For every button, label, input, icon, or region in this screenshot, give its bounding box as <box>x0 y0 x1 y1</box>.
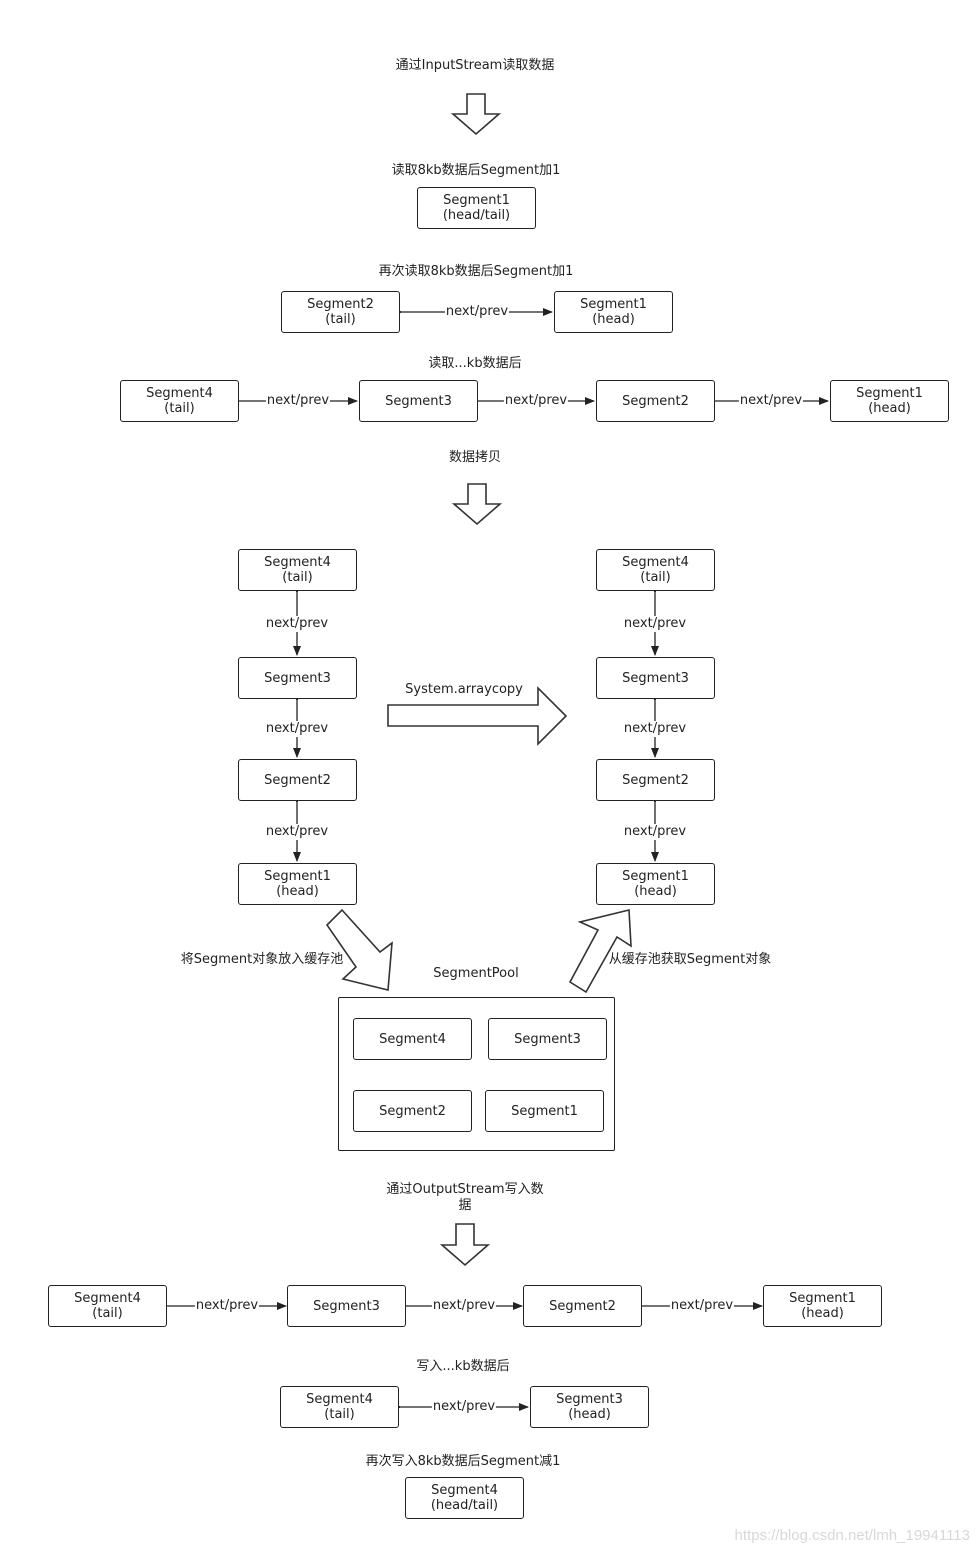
segment-name: Segment2 <box>549 1298 616 1314</box>
link-label: next/prev <box>669 1298 735 1314</box>
segment-name: Segment3 <box>556 1392 623 1407</box>
segment-role: (head) <box>634 884 677 899</box>
segment-role: (head) <box>801 1306 844 1321</box>
segment-role: (tail) <box>325 312 356 327</box>
segment-name: Segment3 <box>313 1298 380 1314</box>
down-arrow-icon <box>439 1223 491 1267</box>
segment-name: Segment1 <box>443 193 510 208</box>
segment-name: Segment2 <box>379 1103 446 1119</box>
segment-name: Segment4 <box>622 555 689 570</box>
segment-box: Segment3 <box>359 380 478 422</box>
segment-name: Segment1 <box>622 869 689 884</box>
segment-name: Segment2 <box>264 772 331 788</box>
segment-role: (head/tail) <box>430 1498 499 1513</box>
segment-name: Segment4 <box>431 1483 498 1498</box>
link-label: next/prev <box>738 393 804 409</box>
segment-role: (tail) <box>92 1306 123 1321</box>
segment-box: Segment3 <box>596 657 715 699</box>
right-arrow-icon <box>387 686 568 746</box>
segment-name: Segment1 <box>789 1291 856 1306</box>
segment-box: Segment2 (tail) <box>281 291 400 333</box>
pool-segment-box: Segment1 <box>485 1090 604 1132</box>
segment-box: Segment3 (head) <box>530 1386 649 1428</box>
segment-role: (head) <box>868 401 911 416</box>
segment-name: Segment4 <box>306 1392 373 1407</box>
segment-name: Segment4 <box>74 1291 141 1306</box>
segment-name: Segment1 <box>511 1103 578 1119</box>
caption-write-again: 再次写入8kb数据后Segment减1 <box>365 1454 561 1469</box>
segment-box: Segment3 <box>238 657 357 699</box>
link-label: next/prev <box>194 1298 260 1314</box>
segment-box: Segment1 (head) <box>596 863 715 905</box>
segment-role: (head) <box>592 312 635 327</box>
segment-name: Segment1 <box>856 386 923 401</box>
link-label: next/prev <box>622 721 688 737</box>
link-label: next/prev <box>622 616 688 632</box>
segment-role: (tail) <box>324 1407 355 1422</box>
segment-name: Segment3 <box>264 670 331 686</box>
link-label: next/prev <box>503 393 569 409</box>
pool-segment-box: Segment3 <box>488 1018 607 1060</box>
segment-box: Segment1 (head) <box>763 1285 882 1327</box>
segment-role: (tail) <box>164 401 195 416</box>
link-label: next/prev <box>622 824 688 840</box>
segment-name: Segment1 <box>580 297 647 312</box>
caption-to-pool: 将Segment对象放入缓存池 <box>180 952 344 967</box>
segment-name: Segment4 <box>379 1031 446 1047</box>
segment-role: (head/tail) <box>442 208 511 223</box>
segment-box: Segment4 (tail) <box>48 1285 167 1327</box>
segment-name: Segment4 <box>146 386 213 401</box>
segment-name: Segment2 <box>622 772 689 788</box>
caption-read-again: 再次读取8kb数据后Segment加1 <box>378 264 574 279</box>
segment-name: Segment3 <box>385 393 452 409</box>
diagonal-arrow-icon <box>568 908 632 994</box>
segment-name: Segment2 <box>622 393 689 409</box>
link-label: next/prev <box>431 1399 497 1415</box>
link-label: next/prev <box>264 616 330 632</box>
pool-segment-box: Segment4 <box>353 1018 472 1060</box>
segment-box: Segment4 (tail) <box>280 1386 399 1428</box>
diagonal-arrow-icon <box>325 908 393 991</box>
segment-box: Segment2 <box>596 759 715 801</box>
link-label: next/prev <box>265 393 331 409</box>
segment-name: Segment3 <box>514 1031 581 1047</box>
segment-box: Segment2 <box>523 1285 642 1327</box>
segment-box: Segment2 <box>238 759 357 801</box>
pool-title: SegmentPool <box>433 966 519 981</box>
caption-arraycopy: System.arraycopy <box>405 682 523 697</box>
pool-segment-box: Segment2 <box>353 1090 472 1132</box>
segment-box: Segment1 (head) <box>554 291 673 333</box>
segment-role: (head) <box>276 884 319 899</box>
segment-box: Segment1 (head) <box>238 863 357 905</box>
segment-role: (tail) <box>282 570 313 585</box>
caption-copy: 数据拷贝 <box>448 450 502 465</box>
segment-name: Segment1 <box>264 869 331 884</box>
segment-name: Segment4 <box>264 555 331 570</box>
segment-box: Segment4 (tail) <box>596 549 715 591</box>
segment-box: Segment1 (head) <box>830 380 949 422</box>
segment-box: Segment4 (tail) <box>120 380 239 422</box>
caption-read-more: 读取...kb数据后 <box>428 356 522 371</box>
link-label: next/prev <box>264 824 330 840</box>
down-arrow-icon <box>450 93 502 136</box>
link-label: next/prev <box>431 1298 497 1314</box>
segment-box: Segment2 <box>596 380 715 422</box>
caption-write-more: 写入...kb数据后 <box>416 1359 510 1374</box>
link-label: next/prev <box>444 304 510 320</box>
segment-box: Segment3 <box>287 1285 406 1327</box>
caption-from-pool: 从缓存池获取Segment对象 <box>608 952 772 967</box>
down-arrow-icon <box>451 483 503 526</box>
segment-role: (tail) <box>640 570 671 585</box>
caption-write-output: 通过OutputStream写入数据 <box>386 1182 544 1213</box>
segment-box: Segment4 (head/tail) <box>405 1477 524 1519</box>
segment-name: Segment2 <box>307 297 374 312</box>
segment-box: Segment4 (tail) <box>238 549 357 591</box>
caption-read-8kb: 读取8kb数据后Segment加1 <box>391 163 561 178</box>
segment-role: (head) <box>568 1407 611 1422</box>
link-label: next/prev <box>264 721 330 737</box>
watermark: https://blog.csdn.net/lmh_19941113 <box>734 1527 970 1544</box>
caption-read-input: 通过InputStream读取数据 <box>395 58 555 73</box>
segment-box: Segment1 (head/tail) <box>417 187 536 229</box>
segment-name: Segment3 <box>622 670 689 686</box>
